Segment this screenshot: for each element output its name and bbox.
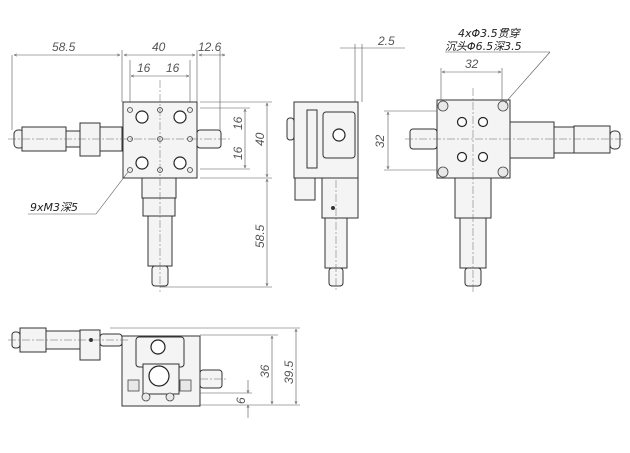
dim-bottom-label: 58.5 bbox=[253, 224, 267, 248]
dim-36-label: 36 bbox=[258, 364, 272, 378]
bottom-micrometer bbox=[141, 177, 177, 287]
dim-pitch-b-label: 16 bbox=[166, 61, 180, 75]
dim-offset-label: 2.5 bbox=[377, 34, 395, 48]
dim-v-label: 32 bbox=[373, 134, 387, 148]
dim-h-label: 32 bbox=[465, 57, 479, 71]
bottom-plate-view: 32 32 4xΦ3.5贯穿 沉头Φ6.5深3.5 bbox=[373, 27, 625, 292]
dim-v-pitch-a-label: 16 bbox=[231, 116, 245, 130]
thread-callout: 9xM3深5 bbox=[30, 201, 78, 214]
dim-39-5-label: 39.5 bbox=[282, 360, 296, 384]
through-hole-callout: 4xΦ3.5贯穿 bbox=[458, 27, 522, 40]
counterbore-callout: 沉头Φ6.5深3.5 bbox=[445, 40, 522, 53]
dim-left-label: 58.5 bbox=[52, 40, 76, 54]
dim-pitch-a-label: 16 bbox=[137, 61, 151, 75]
dim-width-label: 40 bbox=[152, 40, 166, 54]
dim-v-pitch-b-label: 16 bbox=[231, 146, 245, 160]
side-view: 2.5 bbox=[286, 34, 405, 292]
front-view: 36 39.5 6 bbox=[8, 327, 300, 418]
top-view: 58.5 40 12.6 16 16 16 16 40 58.5 9xM3深5 bbox=[8, 40, 272, 292]
dim-right-label: 12.6 bbox=[198, 40, 222, 54]
left-micrometer bbox=[13, 122, 123, 157]
dim-6-label: 6 bbox=[234, 397, 248, 404]
mounting-holes bbox=[127, 107, 193, 173]
dim-height-label: 40 bbox=[253, 132, 267, 146]
